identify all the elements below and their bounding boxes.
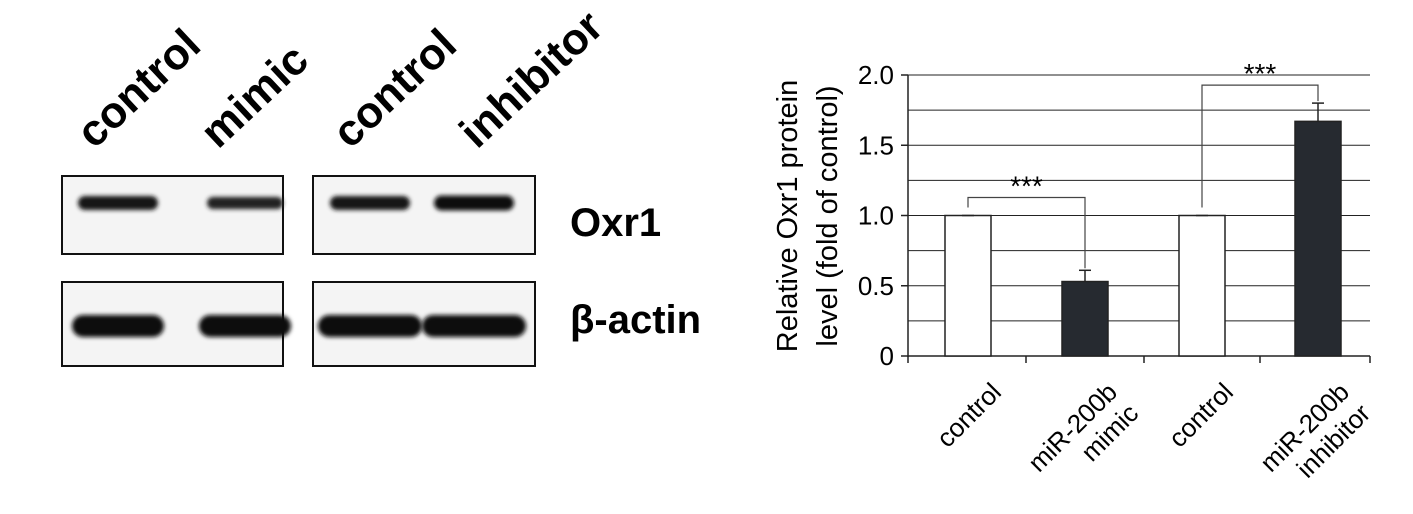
lane-label: control [67,20,209,158]
significance-label: *** [1244,58,1277,89]
protein-band [318,315,422,337]
x-tick-label: control [931,377,1007,453]
blot-box [61,175,284,255]
y-tick-label: 2.0 [858,60,894,90]
y-axis-label: Relative Oxr1 protein [772,80,804,352]
significance-bracket [1201,84,1319,208]
protein-band [434,195,514,211]
x-tick-label-line: control [1163,377,1239,453]
protein-band [330,196,410,210]
significance-label: *** [1010,171,1043,202]
row-label: β-actin [570,298,701,342]
y-tick-label: 1.0 [858,201,894,231]
x-tick-label-line: control [931,377,1007,453]
bar [1178,214,1226,357]
bar [1294,120,1342,357]
lane-label: inhibitor [450,1,612,157]
protein-band [207,196,283,210]
y-tick-label: 0 [880,341,894,371]
protein-band [199,315,291,337]
y-tick-label: 0.5 [858,271,894,301]
bar [944,214,992,357]
significance-bracket [967,196,1086,269]
y-axis-label: level (fold of control) [812,85,844,346]
x-tick-label: control [1163,377,1239,453]
bar [1061,280,1109,357]
protein-band [422,315,526,337]
lane-label: mimic [191,35,317,158]
protein-band [78,196,158,210]
y-tick-label: 1.5 [858,130,894,160]
protein-band [72,315,164,337]
row-label: Oxr1 [570,201,661,245]
blot-box [312,175,536,255]
lane-label: control [323,20,465,158]
